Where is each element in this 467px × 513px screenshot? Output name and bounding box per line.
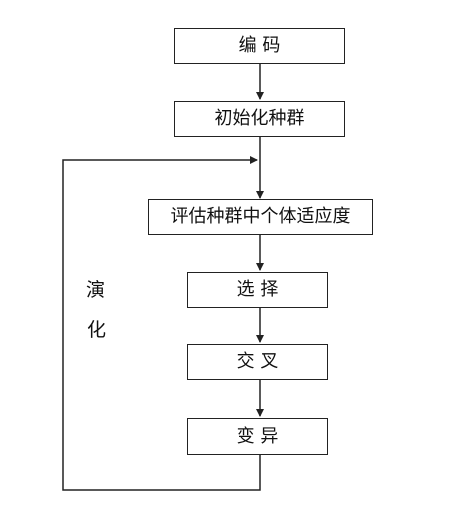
step-mutation-label: 变 异 bbox=[236, 425, 279, 447]
evolution-feedback-loop bbox=[62, 156, 261, 491]
step-evaluate-fitness-label: 评估种群中个体适应度 bbox=[170, 206, 351, 227]
step-init-population-box: 初始化种群 bbox=[174, 101, 345, 137]
step-init-population-label: 初始化种群 bbox=[214, 108, 305, 129]
step-crossover-label: 交 叉 bbox=[236, 351, 279, 372]
step-mutation-box: 变 异 bbox=[187, 418, 328, 455]
loop-label-hua: 化 bbox=[87, 319, 107, 341]
step-encode-label: 编 码 bbox=[238, 35, 281, 56]
step-encode-box: 编 码 bbox=[174, 28, 345, 64]
step-selection-box: 选 择 bbox=[187, 272, 328, 308]
step-evaluate-fitness-box: 评估种群中个体适应度 bbox=[148, 199, 373, 235]
step-crossover-box: 交 叉 bbox=[187, 344, 328, 380]
loop-label-yan: 演 bbox=[86, 279, 106, 301]
step-selection-label: 选 择 bbox=[236, 279, 279, 300]
